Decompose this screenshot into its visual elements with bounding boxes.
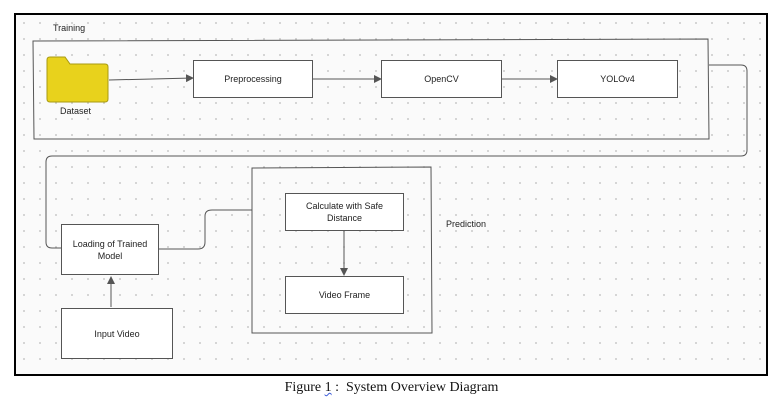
- folder-icon: [46, 56, 109, 103]
- caption-title: : System Overview Diagram: [331, 380, 499, 395]
- arrow-dataset-preprocessing: [108, 74, 194, 83]
- figure-caption: Figure 1 : System Overview Diagram: [0, 380, 783, 396]
- input-video-node: Input Video: [61, 308, 173, 359]
- preprocessing-node: Preprocessing: [193, 60, 313, 98]
- video-frame-node: Video Frame: [285, 276, 404, 314]
- connector-training-to-loading: [45, 64, 748, 249]
- caption-prefix: Figure: [284, 380, 325, 395]
- connector-loading-to-prediction: [159, 209, 252, 250]
- prediction-group-box: [251, 166, 433, 334]
- training-group-label: Training: [53, 23, 86, 33]
- dataset-label: Dataset: [60, 106, 92, 116]
- training-group-box: [32, 38, 710, 140]
- prediction-group-label: Prediction: [446, 219, 487, 229]
- yolo-node: YOLOv4: [557, 60, 678, 98]
- caption-number: 1: [324, 380, 332, 395]
- opencv-node: OpenCV: [381, 60, 502, 98]
- loading-trained-model-node: Loading of Trained Model: [61, 224, 159, 275]
- calculate-safe-distance-node: Calculate with Safe Distance: [285, 193, 404, 231]
